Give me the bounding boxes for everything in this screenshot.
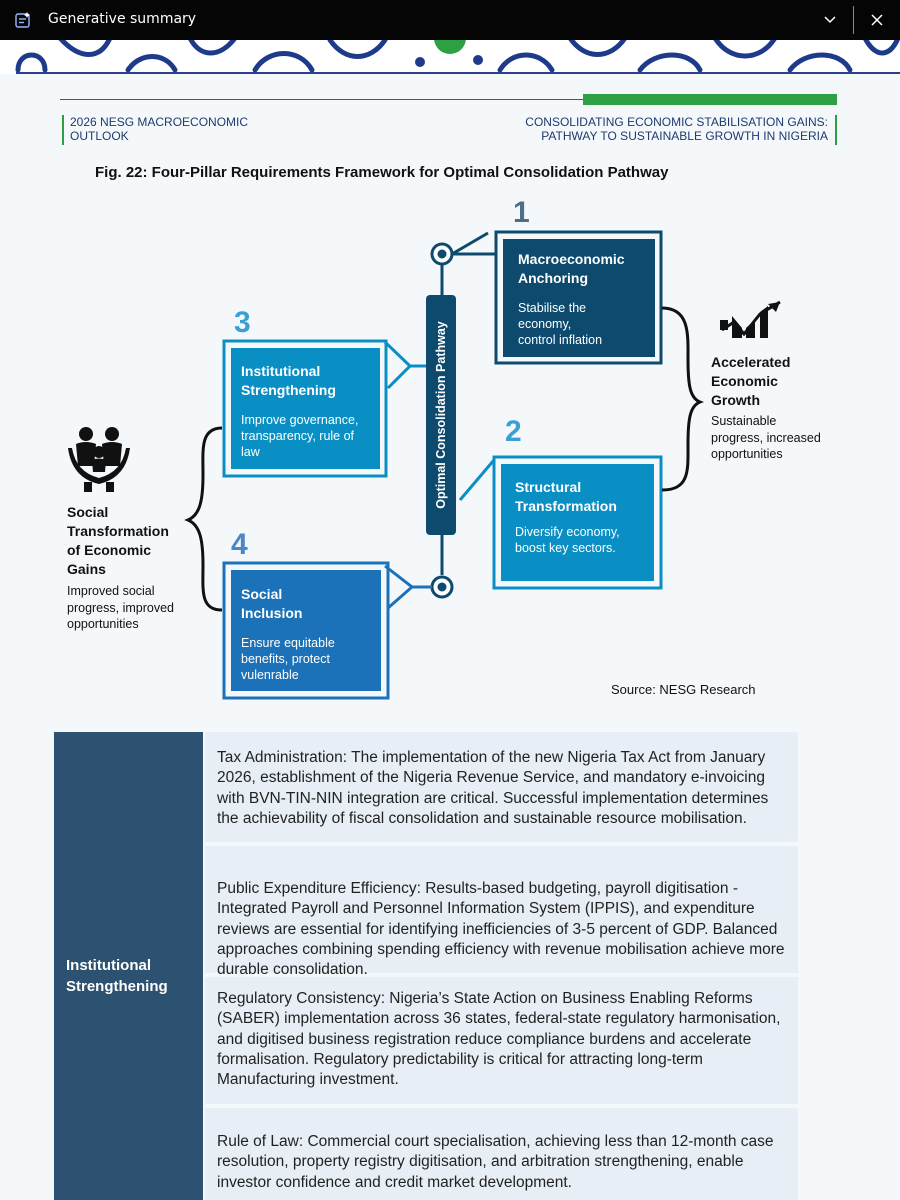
close-icon[interactable] [869,12,885,28]
growth-chart-icon [720,300,781,338]
pillar-1-desc: Stabilise the economy, control inflation [518,301,603,347]
figure-title: Fig. 22: Four-Pillar Requirements Framew… [95,164,669,181]
growth-outcome-desc: Sustainable progress, increased opportun… [711,414,821,461]
pillar-2-title: Structural Transformation [515,479,617,514]
figure-source: Source: NESG Research [611,682,756,697]
pillar-4-card: Social Inclusion Ensure equitable benefi… [241,585,381,683]
table-category-label: Institutional Strengthening [66,957,168,995]
social-outcome-desc: Improved social progress, improved oppor… [67,584,174,631]
header-left-accent [62,115,64,145]
table-row: Regulatory Consistency: Nigeria’s State … [205,977,798,1104]
pillar-3-title: Institutional Strengthening [241,363,336,398]
pillar-2-desc: Diversify economy, boost key sectors. [515,525,620,555]
pillar-4-number: 4 [231,528,248,561]
header-rule [60,99,584,100]
report-subtitle-line2: PATHWAY TO SUSTAINABLE GROWTH IN NIGERIA [541,129,828,143]
report-title: 2026 NESG MACROECONOMIC OUTLOOK [70,115,249,143]
pillar-1-title: Macroeconomic Anchoring [518,251,625,286]
pillar-1-number: 1 [513,196,530,229]
social-outcome-title: Social Transformation of Economic Gains [67,504,169,577]
family-care-icon [68,427,130,492]
banner-underline [16,72,900,74]
table-row: Public Expenditure Efficiency: Results-b… [205,846,798,978]
window-title: Generative summary [48,11,197,27]
header-right-accent [835,115,837,145]
header-accent-bar [583,94,837,105]
pillar-4-desc: Ensure equitable benefits, protect vulen… [241,636,335,682]
pillar-2-number: 2 [505,415,522,448]
table-row: Rule of Law: Commercial court specialisa… [205,1108,798,1200]
pillar-4-title: Social Inclusion [241,586,303,621]
pillar-3-number: 3 [234,306,251,339]
diagram-graphics [68,230,781,700]
pillar-3-card: Institutional Strengthening Improve gove… [241,362,381,460]
pillar-3-desc: Improve governance, transparency, rule o… [241,413,359,459]
spine-label: Optimal Consolidation Pathway [434,321,448,509]
pillar-2-card: Structural Transformation Diversify econ… [515,478,655,556]
report-subtitle: CONSOLIDATING ECONOMIC STABILISATION GAI… [500,115,828,143]
decorative-banner [0,40,900,74]
title-bar-divider [853,6,854,34]
window-title-bar: Generative summary [0,0,900,40]
summary-icon [15,12,30,28]
growth-outcome-title: Accelerated Economic Growth [711,354,791,408]
report-subtitle-line1: CONSOLIDATING ECONOMIC STABILISATION GAI… [525,115,828,129]
table-row: Tax Administration: The implementation o… [205,732,798,842]
pillar-1-card: Macroeconomic Anchoring Stabilise the ec… [518,250,648,348]
table-category-column [54,732,203,1200]
chevron-down-icon[interactable] [822,12,838,28]
four-pillar-diagram: 1 2 3 4 Optimal Consolidation Pathway Ma… [0,190,900,710]
